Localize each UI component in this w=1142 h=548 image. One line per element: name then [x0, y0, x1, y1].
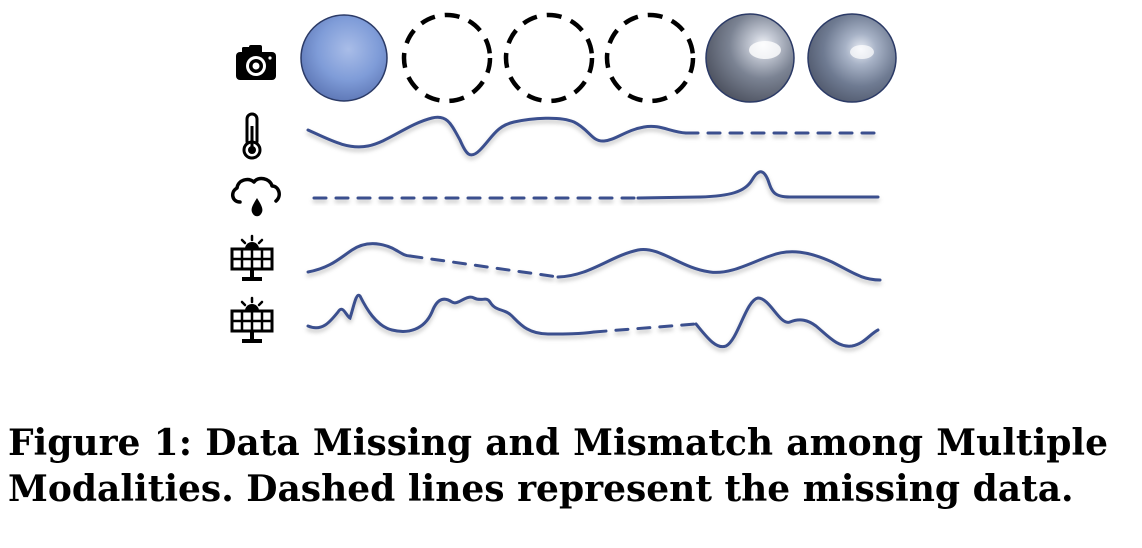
solar-panel-icon — [230, 234, 274, 281]
precipitation-present-line — [636, 170, 880, 200]
missing-image-3 — [604, 12, 696, 104]
sky-image-3 — [807, 13, 897, 103]
camera-icon — [236, 45, 276, 80]
missing-image-2 — [503, 12, 595, 104]
solar-1-present-line-start — [306, 242, 412, 274]
solar-2-present-line-end — [694, 296, 880, 349]
precipitation-series — [312, 170, 880, 200]
temperature-present-line — [306, 115, 688, 157]
cloud-rain-icon — [231, 176, 281, 217]
solar-2-missing-line — [592, 322, 698, 334]
solar-series-1 — [306, 242, 882, 282]
sky-image-2 — [705, 13, 795, 103]
sky-image-1 — [300, 14, 388, 102]
solar-panel-icon — [230, 296, 274, 343]
figure-caption: Figure 1: Data Missing and Mismatch amon… — [8, 422, 1108, 510]
temperature-series — [306, 115, 884, 157]
solar-1-missing-line — [408, 254, 560, 279]
solar-2-present-line-start — [306, 293, 596, 336]
solar-series-2 — [306, 293, 880, 349]
thermometer-icon — [242, 112, 262, 160]
modality-diagram — [230, 12, 897, 349]
solar-1-present-line-end — [556, 248, 882, 282]
missing-image-1 — [401, 12, 493, 104]
